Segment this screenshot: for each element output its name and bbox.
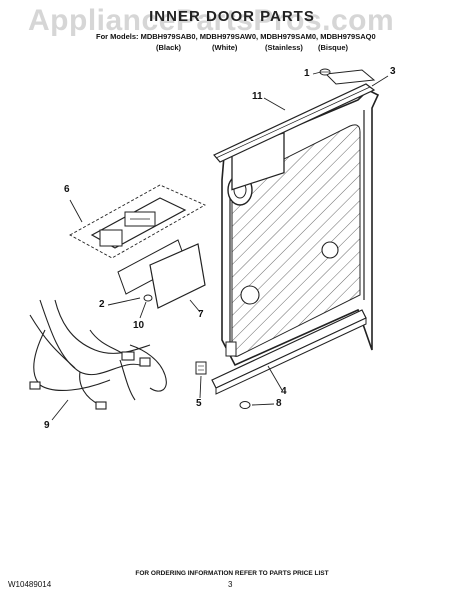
model-list: For Models: MDBH979SAB0, MDBH979SAW0, MD… — [96, 32, 376, 41]
leader-lines — [51, 71, 389, 421]
right-trim — [324, 69, 376, 85]
fastener-10 — [143, 294, 153, 302]
ordering-info: FOR ORDERING INFORMATION REFER TO PARTS … — [135, 570, 329, 577]
watermark: AppliancePartsPros.com — [28, 4, 395, 37]
control-assembly — [69, 184, 206, 259]
bottom-track — [211, 309, 367, 395]
variant-stainless: (Stainless) — [265, 43, 303, 52]
callout-11: 11 — [252, 91, 263, 102]
callout-10: 10 — [133, 320, 145, 331]
screw-8 — [239, 401, 251, 409]
callout-9: 9 — [44, 420, 50, 431]
screw-1 — [319, 68, 331, 76]
clip-5 — [195, 361, 207, 375]
inner-door-panel — [221, 89, 380, 367]
callout-4: 4 — [281, 386, 287, 397]
callout-6: 6 — [64, 184, 70, 195]
callout-8: 8 — [276, 398, 282, 409]
callout-1: 1 — [304, 68, 310, 79]
document-code: W10489014 — [8, 580, 52, 589]
page-number: 3 — [228, 580, 233, 589]
variant-bisque: (Bisque) — [318, 43, 348, 52]
page-title: INNER DOOR PARTS — [149, 8, 315, 25]
top-gasket-strip — [213, 83, 376, 163]
wire-harness — [29, 299, 167, 410]
callout-5: 5 — [196, 398, 202, 409]
callout-3: 3 — [390, 66, 396, 77]
control-board — [117, 239, 206, 309]
callout-7: 7 — [198, 309, 204, 320]
variant-white: (White) — [212, 43, 238, 52]
callout-2: 2 — [99, 299, 105, 310]
variant-black: (Black) — [156, 43, 182, 52]
